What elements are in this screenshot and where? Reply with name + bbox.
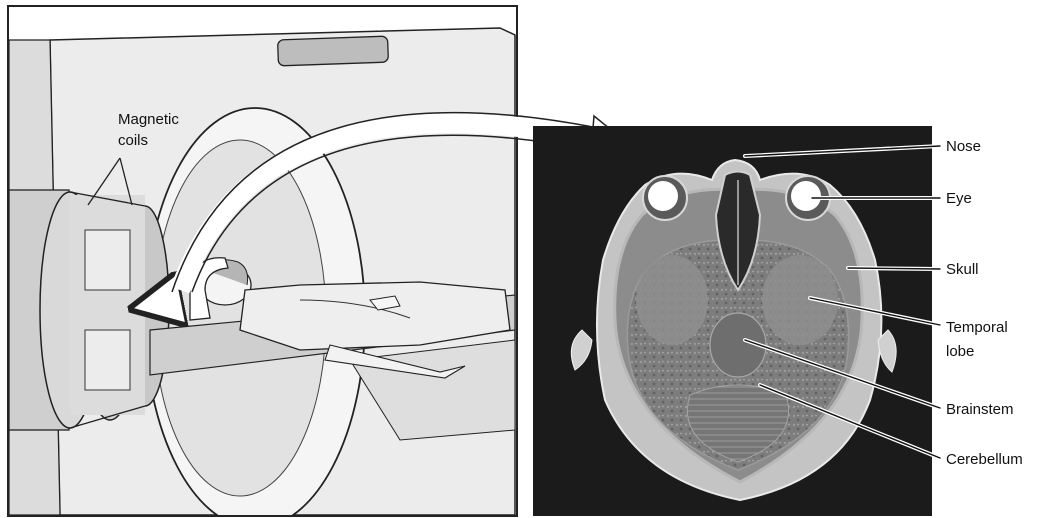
skull-label: Skull	[946, 261, 979, 278]
cerebellum-label: Cerebellum	[946, 451, 1023, 468]
temporal-lobe-left	[636, 255, 708, 345]
magnetic-coils	[9, 190, 169, 430]
eye-left	[643, 176, 687, 220]
nose-label: Nose	[946, 138, 981, 155]
brain-scan-panel: Nose Eye Skull Temporal lobe Brainstem C…	[533, 126, 1023, 516]
mri-machine-panel: Magnetic coils	[8, 6, 517, 518]
brainstem-label: Brainstem	[946, 401, 1014, 418]
eye-label: Eye	[946, 190, 972, 207]
scan-direction-arrow	[150, 300, 175, 305]
temporal-lobe-label: Temporal lobe	[946, 319, 1012, 360]
gantry-display-window	[278, 36, 389, 66]
